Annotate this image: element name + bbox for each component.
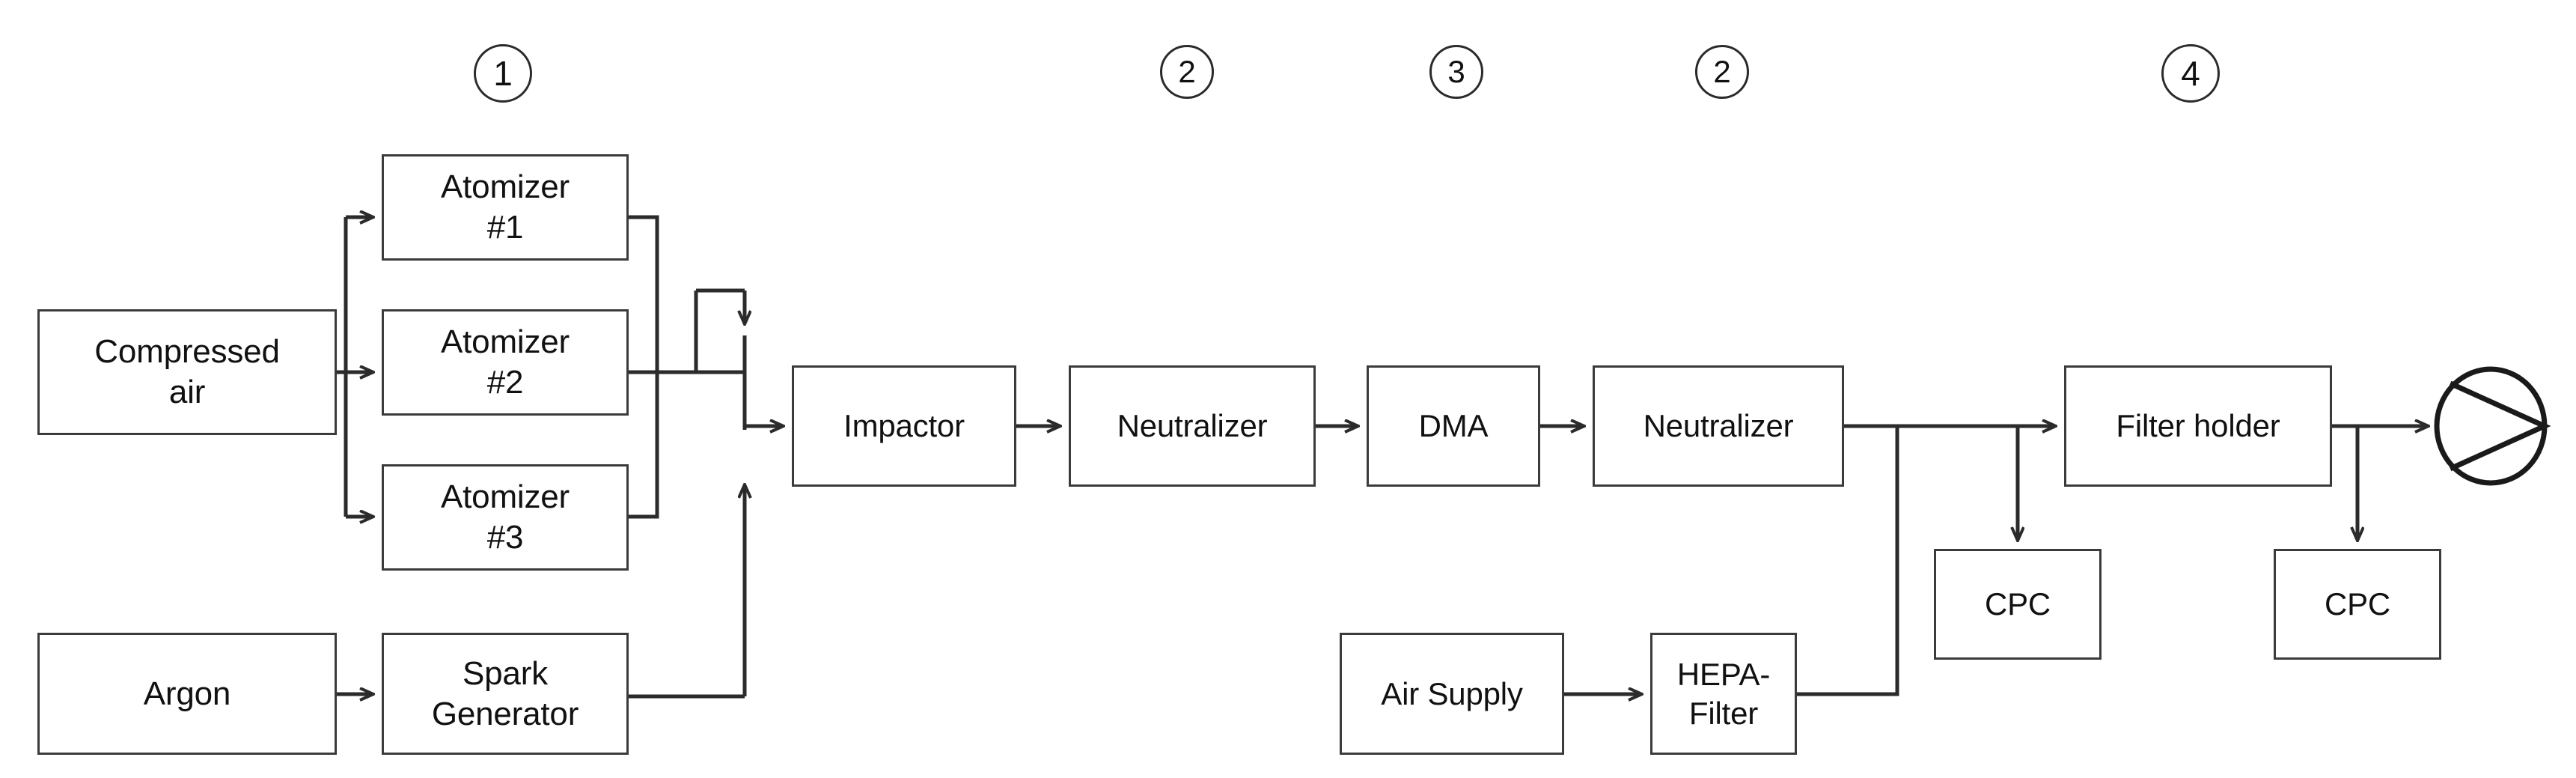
node-neutralizer-1[interactable]: Neutralizer: [1069, 365, 1316, 487]
node-spark-generator[interactable]: Spark Generator: [382, 633, 629, 755]
node-label: Atomizer #3: [441, 478, 570, 556]
node-dma[interactable]: DMA: [1367, 365, 1540, 487]
node-atomizer-3[interactable]: Atomizer #3: [382, 464, 629, 571]
node-compressed-air[interactable]: Compressed air: [37, 309, 337, 435]
node-atomizer-2[interactable]: Atomizer #2: [382, 309, 629, 416]
node-label: Air Supply: [1381, 675, 1523, 711]
node-cpc-2[interactable]: CPC: [2274, 549, 2441, 660]
callout-label: 2: [1178, 54, 1196, 89]
node-atomizer-1[interactable]: Atomizer #1: [382, 154, 629, 261]
callout-badge-3: 3: [1429, 45, 1483, 99]
node-label: DMA: [1418, 408, 1489, 444]
node-label: CPC: [2324, 586, 2391, 622]
vacuum-pump-icon: [2434, 366, 2551, 486]
node-impactor[interactable]: Impactor: [792, 365, 1016, 487]
line-hepa-riser-to-main: [1797, 426, 1899, 696]
node-label: Neutralizer: [1643, 408, 1794, 444]
node-argon[interactable]: Argon: [37, 633, 337, 755]
node-label: Neutralizer: [1117, 408, 1268, 444]
node-label: Argon: [143, 675, 231, 712]
callout-badge-5: 4: [2161, 44, 2220, 103]
node-cpc-1[interactable]: CPC: [1934, 549, 2102, 660]
node-label: Filter holder: [2116, 408, 2280, 444]
node-filter-holder[interactable]: Filter holder: [2064, 365, 2332, 487]
callout-badge-2: 2: [1160, 45, 1214, 99]
callout-label: 1: [493, 54, 513, 93]
line-atomizer-1-out: [629, 215, 659, 372]
callout-label: 2: [1713, 54, 1731, 89]
node-label: Atomizer #1: [441, 168, 570, 246]
callout-label: 3: [1447, 54, 1465, 89]
node-label: HEPA- Filter: [1676, 657, 1771, 731]
node-label: Impactor: [843, 408, 965, 444]
node-neutralizer-2[interactable]: Neutralizer: [1593, 365, 1844, 487]
node-label: Atomizer #2: [441, 323, 570, 401]
node-hepa-filter[interactable]: HEPA- Filter: [1650, 633, 1797, 755]
callout-badge-4: 2: [1695, 45, 1749, 99]
node-label: Compressed air: [94, 333, 280, 410]
node-air-supply[interactable]: Air Supply: [1340, 633, 1564, 755]
callout-label: 4: [2181, 54, 2200, 93]
callout-badge-1: 1: [474, 44, 532, 103]
line-atomizer-3-out: [629, 372, 659, 519]
node-label: Spark Generator: [431, 654, 579, 732]
node-label: CPC: [1984, 586, 2051, 622]
